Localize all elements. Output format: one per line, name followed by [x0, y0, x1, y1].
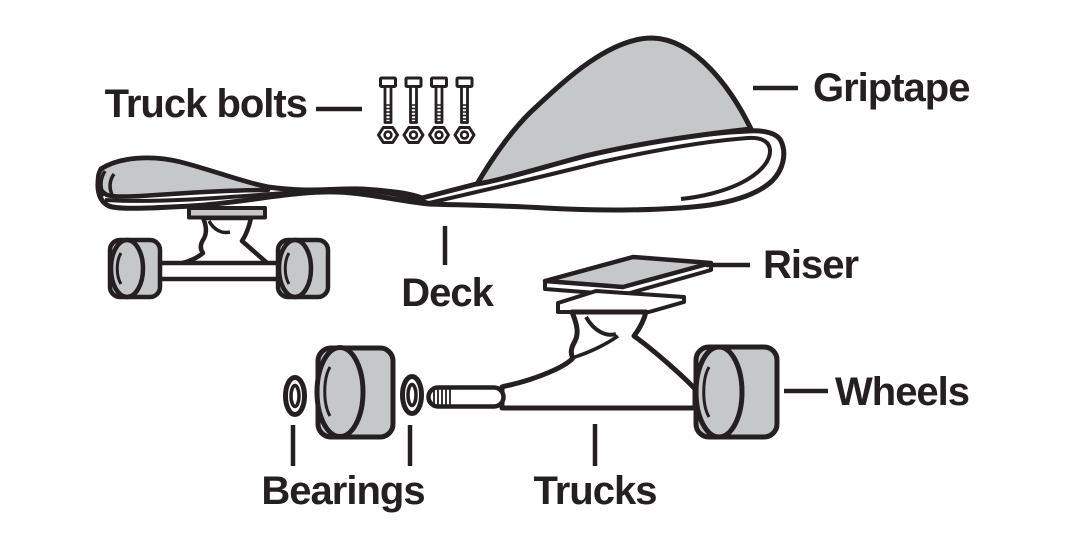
griptape-sheet — [474, 35, 754, 187]
bearing-left — [283, 375, 307, 417]
truck-bolt — [453, 76, 476, 144]
nose-curl-line-2 — [108, 172, 116, 198]
wheel-left — [314, 345, 396, 440]
label-bearings: Bearings — [261, 469, 424, 513]
truck-baseplate — [556, 289, 686, 314]
assembled-truck-pivot-curve — [207, 220, 231, 235]
riser-pad — [542, 254, 714, 297]
leader-lines — [290, 85, 828, 466]
nose-curl-line — [99, 170, 107, 197]
assembled-wheel-right — [275, 237, 331, 300]
labels: Truck bolts Griptape Deck Riser Wheels B… — [105, 66, 971, 513]
label-wheels: Wheels — [835, 370, 969, 414]
wheel-right — [693, 344, 780, 440]
assembled-skateboard — [95, 35, 787, 300]
truck-bolts-illustration — [377, 76, 476, 144]
assembled-axle — [153, 260, 287, 282]
axle — [426, 385, 506, 409]
truck-body — [499, 309, 698, 411]
truck-pivot-curve — [584, 315, 617, 337]
deck-layer-line — [104, 135, 773, 206]
assembled-wheel-left — [107, 237, 163, 300]
exploded-truck-assembly — [283, 254, 780, 440]
truck-bolt — [428, 76, 450, 144]
label-riser: Riser — [763, 243, 858, 287]
nose-griptape — [95, 155, 271, 199]
label-trucks: Trucks — [534, 469, 657, 513]
truck-face-curve — [574, 334, 619, 359]
truck-bolt — [377, 76, 399, 144]
label-griptape: Griptape — [813, 66, 969, 110]
label-truck-bolts: Truck bolts — [105, 82, 307, 126]
label-deck: Deck — [401, 271, 494, 315]
bearing-right — [400, 374, 424, 416]
truck-bolt — [402, 76, 425, 144]
